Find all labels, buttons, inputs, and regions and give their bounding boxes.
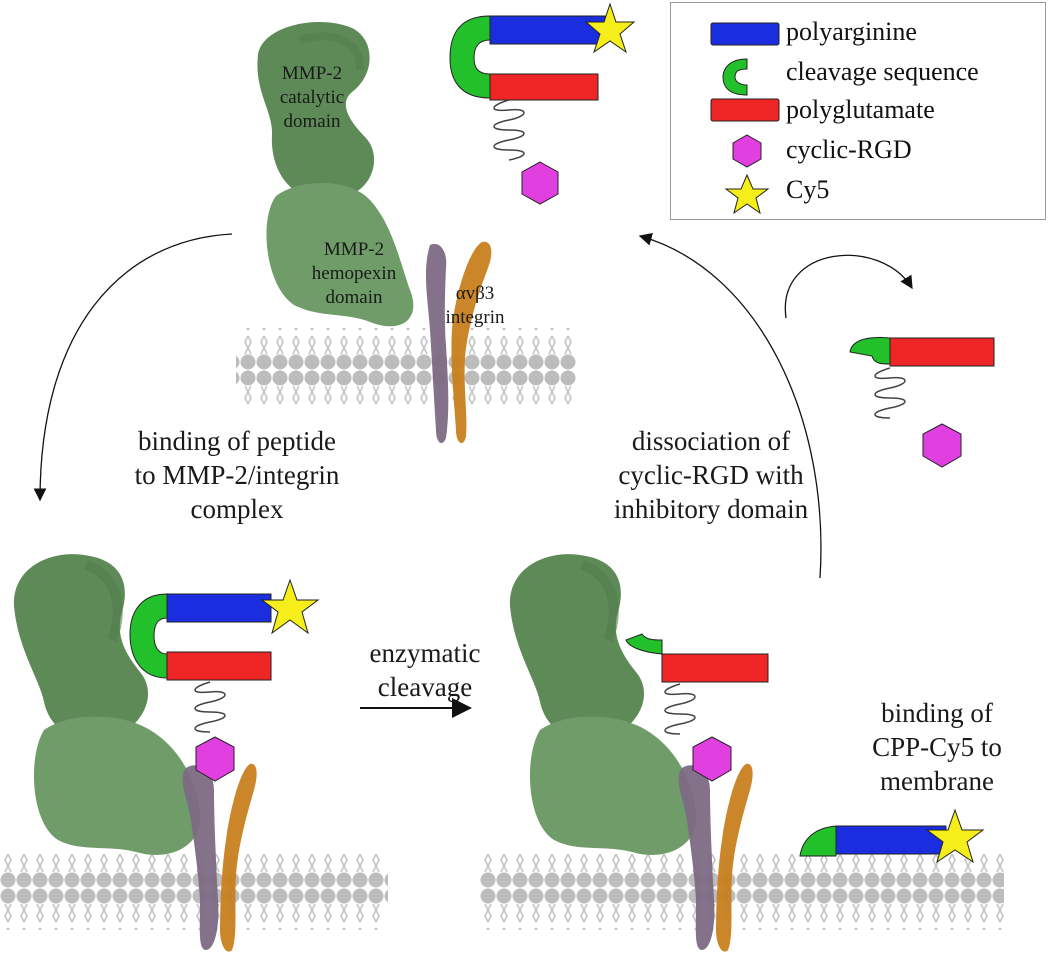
magenta-hexagon-icon: [732, 134, 762, 168]
probe-bound-left: [129, 578, 320, 782]
label-step-dissociation-2: cyclic-RGD with: [618, 460, 804, 490]
integrin-bottom-right: [678, 763, 753, 952]
label-hemopexin-domain: MMP-2 hemopexin domain: [296, 238, 412, 310]
label-hemopexin-1: MMP-2: [323, 239, 385, 260]
membrane-top: [236, 328, 576, 404]
label-catalytic-1: MMP-2: [281, 63, 343, 84]
label-step-binding-2: to MMP-2/integrin: [134, 460, 340, 490]
integrin-bottom-left: [182, 763, 257, 952]
label-step-binding-1: binding of peptide: [138, 426, 336, 456]
legend-label-polyglutamate: polyglutamate: [786, 95, 935, 124]
legend-label-cy5: Cy5: [786, 175, 830, 204]
red-bar-icon: [710, 98, 780, 122]
legend-icons: [710, 22, 780, 215]
label-step-dissociation-1: dissociation of: [631, 426, 791, 456]
arrow-binding: [33, 233, 233, 502]
cpp-cy5-on-membrane: [799, 808, 985, 864]
label-step-binding: binding of peptide to MMP-2/integrin com…: [92, 424, 382, 526]
probe-intact-top: [449, 2, 636, 205]
label-step-dissociation-3: inhibitory domain: [613, 494, 809, 524]
legend: polyarginine cleavage sequence polygluta…: [670, 2, 1046, 220]
label-step-cleavage-1: enzymatic: [369, 638, 481, 668]
label-catalytic-domain: MMP-2 catalytic domain: [262, 62, 362, 134]
label-step-cpp-1: binding of: [881, 698, 993, 728]
label-step-cpp-2: CPP-Cy5 to: [872, 732, 1002, 762]
label-hemopexin-2: hemopexin: [311, 263, 397, 284]
membrane-bottom-left: [0, 854, 388, 930]
label-step-dissociation: dissociation of cyclic-RGD with inhibito…: [566, 424, 856, 526]
label-step-binding-3: complex: [190, 494, 284, 524]
legend-label-cleavage: cleavage sequence: [786, 57, 979, 86]
label-integrin: αvβ3 integrin: [432, 282, 518, 330]
label-integrin-word: integrin: [445, 307, 505, 328]
probe-cleaved-bound: [625, 633, 769, 782]
arrow-dissociation: [638, 232, 822, 579]
legend-label-cyclic-rgd: cyclic-RGD: [786, 135, 912, 164]
mmp2-bottom-left: [13, 554, 201, 855]
blue-bar-icon: [710, 22, 780, 46]
integrin-top: [425, 241, 492, 444]
label-catalytic-2: catalytic: [279, 87, 345, 108]
label-step-cleavage-2: cleavage: [377, 672, 473, 702]
mmp2-bottom-right: [509, 554, 697, 855]
label-step-cpp: binding of CPP-Cy5 to membrane: [834, 696, 1040, 798]
released-fragment: [849, 337, 995, 468]
green-arc-icon: [722, 58, 748, 96]
legend-label-polyarginine: polyarginine: [786, 17, 917, 46]
mmp2-top: [257, 21, 414, 327]
label-step-cleavage: enzymatic cleavage: [350, 636, 500, 704]
arrow-release: [784, 254, 913, 319]
label-hemopexin-3: domain: [325, 287, 383, 308]
label-catalytic-3: domain: [283, 111, 341, 132]
label-integrin-symbol: αvβ3: [455, 283, 495, 304]
membrane-bottom-right: [480, 854, 1004, 930]
label-step-cpp-3: membrane: [880, 766, 994, 796]
yellow-star-icon: [724, 173, 770, 215]
